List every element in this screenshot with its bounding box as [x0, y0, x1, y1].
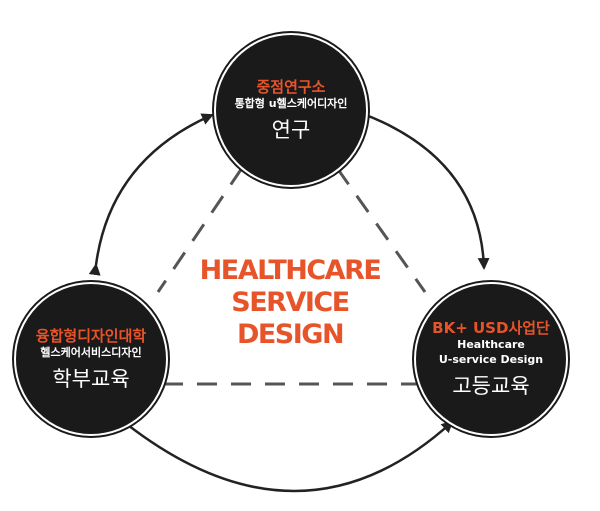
node-graduate: BK+ USD사업단 Healthcare U-service Design 고…	[414, 282, 568, 436]
node-undergraduate-subtitle: 헬스케어서비스디자인	[40, 345, 142, 359]
node-research: 중점연구소 통합형 u헬스케어디자인 연구	[214, 33, 368, 187]
node-research-label: 연구	[271, 117, 311, 142]
center-label: HEALTHCARE SERVICE DESIGN	[180, 255, 400, 351]
arrow-top-left	[88, 113, 214, 276]
node-research-title: 중점연구소	[256, 77, 326, 96]
arrow-top-right	[354, 105, 490, 270]
node-graduate-subtitle-line1: Healthcare	[457, 338, 525, 351]
node-undergraduate-label: 학부교육	[52, 366, 130, 391]
arrow-bottom	[112, 411, 454, 493]
center-label-line1: HEALTHCARE	[199, 255, 382, 286]
node-undergraduate: 융합형디자인대학 헬스케어서비스디자인 학부교육	[14, 282, 168, 436]
node-undergraduate-title: 융합형디자인대학	[35, 326, 147, 345]
node-research-subtitle: 통합형 u헬스케어디자인	[234, 96, 348, 110]
center-label-line2: SERVICE DESIGN	[231, 287, 350, 350]
node-graduate-title: BK+ USD사업단	[432, 319, 550, 337]
node-graduate-label: 고등교육	[452, 374, 530, 398]
node-graduate-subtitle-line2: U-service Design	[438, 353, 544, 366]
